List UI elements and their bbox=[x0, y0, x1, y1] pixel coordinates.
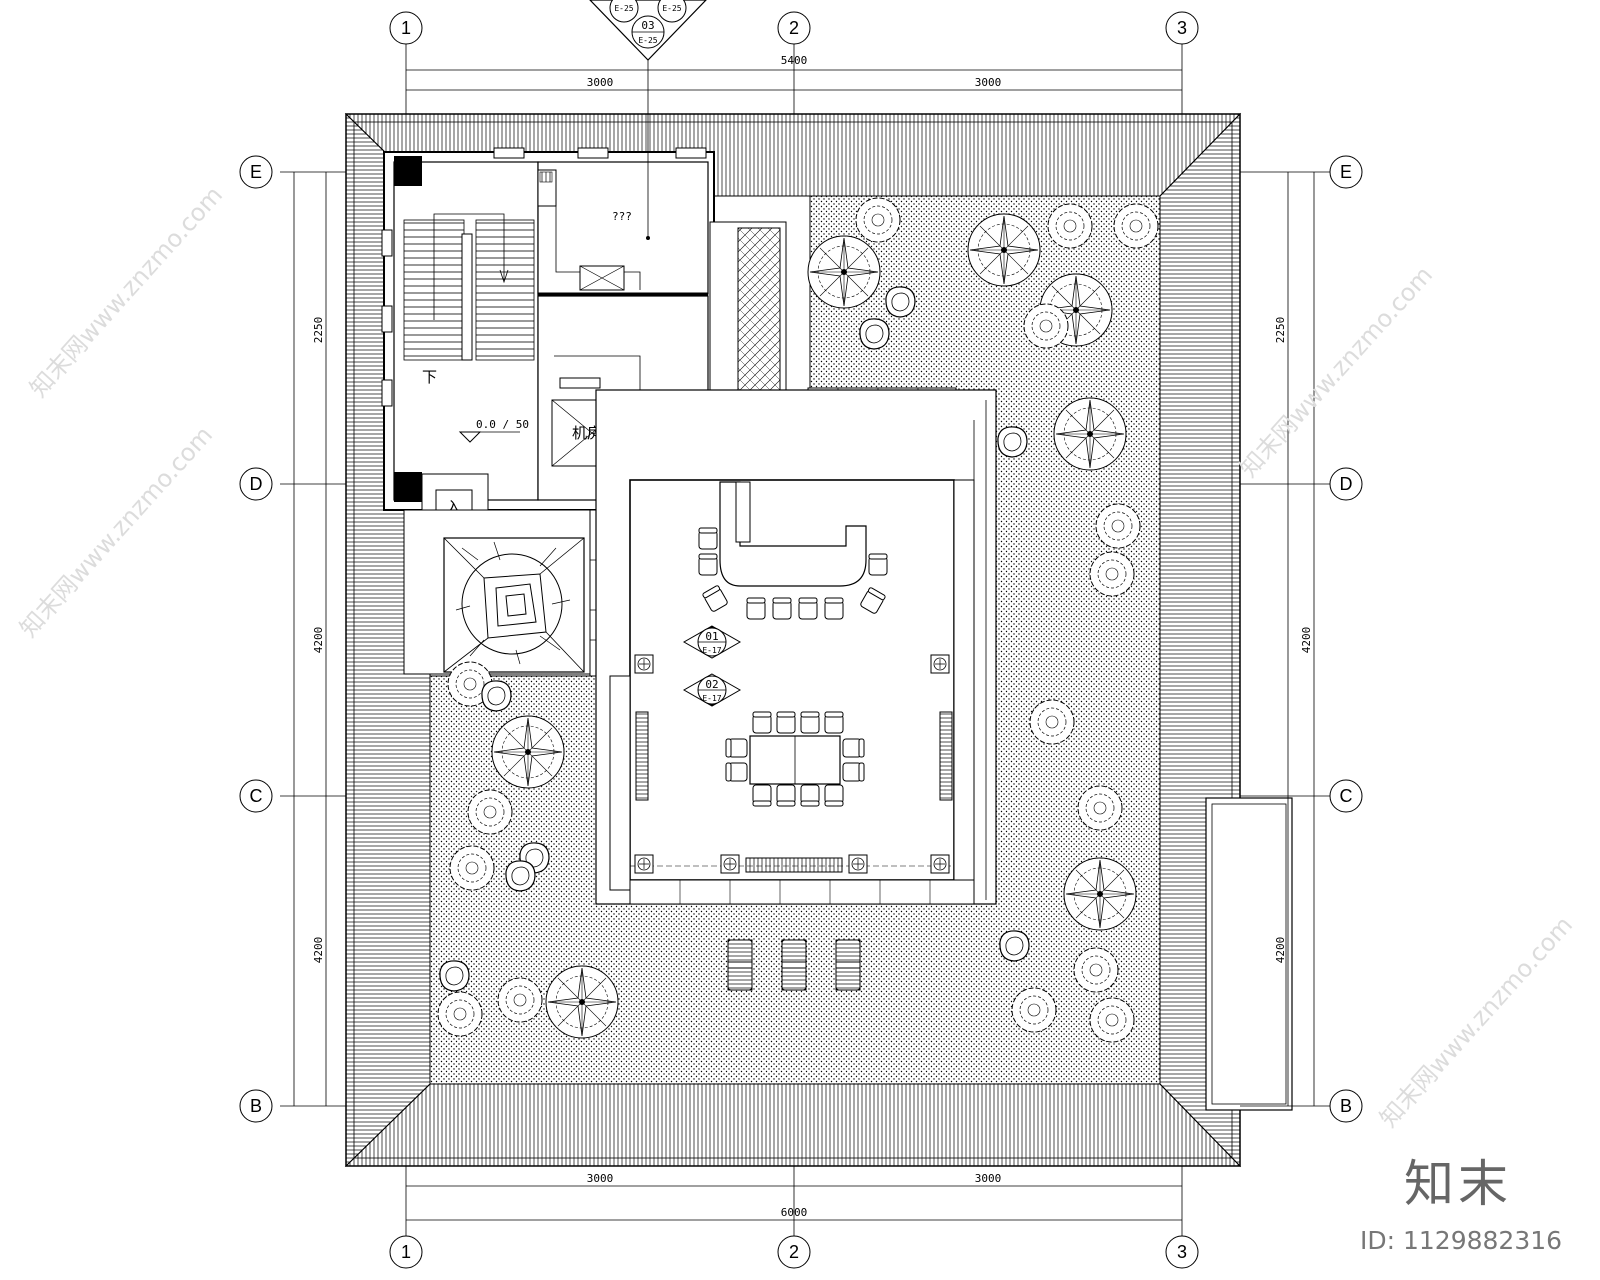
level-mark: 0.0 / 50 bbox=[476, 418, 529, 431]
dim-left-upper: 2250 bbox=[312, 317, 325, 344]
elevation-sheet-01: E-17 bbox=[702, 646, 721, 655]
section-num: 03 bbox=[641, 19, 654, 32]
grid-labels: 1 2 3 1 2 3 E D C B E D C B bbox=[250, 18, 1353, 1262]
grid-right-b: B bbox=[1340, 1096, 1352, 1116]
section-mark-top: E-25 E-25 03 E-25 bbox=[589, 0, 707, 61]
elevation-num-02: 02 bbox=[705, 678, 718, 691]
grid-right-e: E bbox=[1340, 162, 1352, 182]
elevation-sheet-02: E-17 bbox=[702, 694, 721, 703]
dim-right-lower: 4200 bbox=[1274, 937, 1287, 964]
room-unknown-label: ??? bbox=[612, 210, 632, 223]
grid-top-2: 2 bbox=[789, 18, 799, 38]
grid-right-c: C bbox=[1340, 786, 1353, 806]
sun-loungers bbox=[727, 939, 861, 991]
section-sheet-right: E-25 bbox=[662, 4, 681, 13]
elevation-mark-01: 01 E-17 bbox=[682, 625, 742, 659]
dim-top-right: 3000 bbox=[975, 76, 1002, 89]
stair-down-label: 下 bbox=[422, 368, 437, 386]
elevation-mark-02: 02 E-17 bbox=[682, 673, 742, 707]
section-sheet: E-25 bbox=[638, 36, 657, 45]
dim-top-left: 3000 bbox=[587, 76, 614, 89]
dim-bottom-overall: 6000 bbox=[781, 1206, 808, 1219]
elevation-num-01: 01 bbox=[705, 630, 718, 643]
grid-bottom-3: 3 bbox=[1177, 1242, 1187, 1262]
grid-bottom-1: 1 bbox=[401, 1242, 411, 1262]
dim-right-upper: 2250 bbox=[1274, 317, 1287, 344]
grid-top-3: 3 bbox=[1177, 18, 1187, 38]
grid-right-d: D bbox=[1340, 474, 1353, 494]
balcony bbox=[1205, 797, 1293, 1111]
watermark-id: ID: 1129882316 bbox=[1360, 1226, 1563, 1255]
dim-bottom-left: 3000 bbox=[587, 1172, 614, 1185]
grid-bubbles bbox=[239, 11, 1363, 1269]
grid-top-1: 1 bbox=[401, 18, 411, 38]
grid-left-c: C bbox=[250, 786, 263, 806]
machine-room-label: 机房 bbox=[572, 424, 602, 442]
dimension-lines bbox=[280, 44, 1330, 1236]
section-sheet-left: E-25 bbox=[614, 4, 633, 13]
dim-bottom-right: 3000 bbox=[975, 1172, 1002, 1185]
watermark-logo: 知末 bbox=[1404, 1155, 1512, 1213]
grid-left-b: B bbox=[250, 1096, 262, 1116]
dim-right-mid: 4200 bbox=[1300, 627, 1313, 654]
grid-left-d: D bbox=[250, 474, 263, 494]
dim-left-mid: 4200 bbox=[312, 627, 325, 654]
grid-bottom-2: 2 bbox=[789, 1242, 799, 1262]
lounge-pavilion bbox=[595, 389, 997, 905]
dimension-texts: 5400 3000 3000 3000 3000 6000 2250 4200 … bbox=[312, 54, 1313, 1219]
dim-top-overall: 5400 bbox=[781, 54, 808, 67]
grid-left-e: E bbox=[250, 162, 262, 182]
dim-left-lower: 4200 bbox=[312, 937, 325, 964]
